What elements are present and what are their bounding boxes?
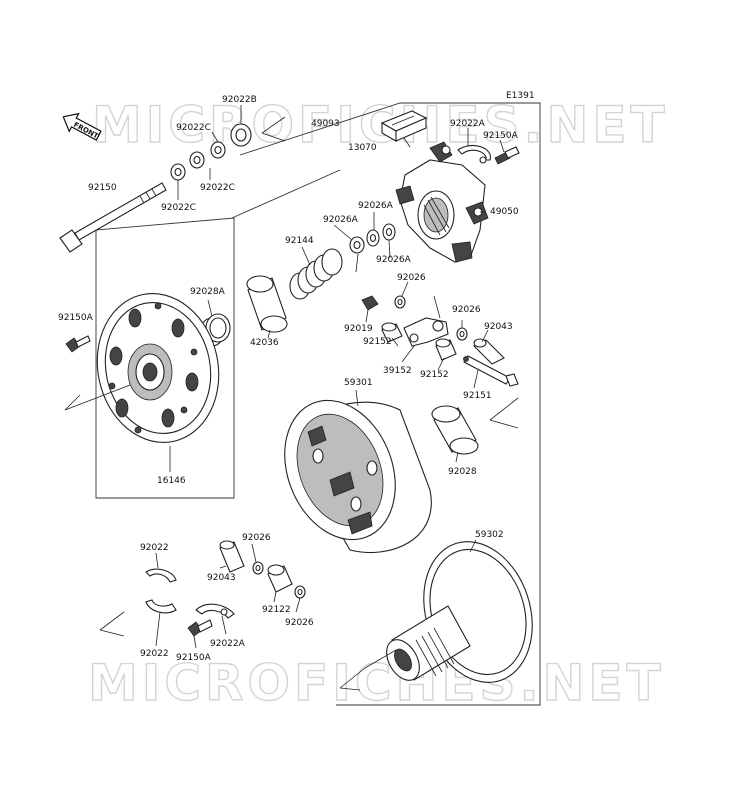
washer-92026-c	[252, 561, 264, 575]
label-92026A-c: 92026A	[376, 255, 412, 265]
label-92150A-left: 92150A	[58, 313, 94, 323]
sheave-59301	[284, 399, 432, 554]
label-49093: 49093	[311, 119, 340, 129]
label-49050: 49050	[490, 207, 519, 217]
label-92022-a: 92022	[140, 543, 169, 553]
label-59301: 59301	[344, 378, 373, 388]
washer-92026-a	[456, 327, 468, 341]
watermark-bottom: MICROFICHES.NET	[88, 654, 665, 712]
bolt-92151	[463, 355, 519, 387]
clip-92022A-top	[457, 145, 491, 164]
washer-92022C-b	[189, 151, 205, 169]
label-42036: 42036	[250, 338, 279, 348]
label-92019: 92019	[344, 324, 373, 334]
label-92022C-a: 92022C	[176, 123, 211, 133]
label-59302: 59302	[475, 530, 504, 540]
sleeve-42036	[246, 275, 288, 333]
label-92026-a: 92026	[397, 273, 426, 283]
washer-92026A-b	[366, 229, 380, 247]
part-labels: 92022B 49093 92022A 92150A 92022C 92022C…	[58, 95, 519, 663]
label-92026-d: 92026	[285, 618, 314, 628]
washer-92022B	[230, 123, 252, 147]
nut-92019	[361, 295, 379, 311]
label-92150A-top: 92150A	[483, 131, 519, 141]
washer-92026-b	[394, 295, 406, 309]
label-92022A-bottom: 92022A	[210, 639, 246, 649]
roller-92122	[267, 564, 293, 593]
arm-39152	[403, 317, 449, 347]
label-92026-b: 92026	[452, 305, 481, 315]
bolt-92150	[59, 182, 167, 253]
washer-92022C-a	[210, 141, 226, 159]
label-13070: 13070	[348, 143, 377, 153]
label-92122: 92122	[262, 605, 291, 615]
label-92150: 92150	[88, 183, 117, 193]
sheave-59302	[386, 541, 533, 683]
label-16146: 16146	[157, 476, 186, 486]
cover-16146	[96, 293, 220, 443]
washer-92022C-c	[170, 163, 186, 181]
label-92026-c: 92026	[242, 533, 271, 543]
circlip-92022-a	[145, 568, 177, 583]
bolt-92150A-bottom	[187, 619, 213, 637]
label-92043-a: 92043	[484, 322, 513, 332]
label-92028: 92028	[448, 467, 477, 477]
watermark-top: MICROFICHES.NET	[92, 96, 669, 154]
label-92022C-b: 92022C	[200, 183, 235, 193]
label-92152-b: 92152	[420, 370, 449, 380]
pin-92043-a	[473, 338, 505, 365]
label-92151: 92151	[463, 391, 492, 401]
assembly-frame	[95, 102, 541, 706]
label-92026A-a: 92026A	[358, 201, 394, 211]
label-92150A-bottom: 92150A	[176, 653, 212, 663]
label-92026A-b: 92026A	[323, 215, 359, 225]
washer-92026A-c	[382, 223, 396, 241]
spring-92144	[289, 248, 343, 300]
diagram-code: E1391	[506, 91, 535, 101]
label-92152-a: 92152	[363, 337, 392, 347]
label-92022-b: 92022	[140, 649, 169, 659]
label-92022C-c: 92022C	[161, 203, 196, 213]
label-92022A-top: 92022A	[450, 119, 486, 129]
label-39152: 39152	[383, 366, 412, 376]
leader-lines	[155, 105, 505, 649]
label-92043-b: 92043	[207, 573, 236, 583]
label-92028A: 92028A	[190, 287, 226, 297]
roller-92152-b	[435, 338, 457, 361]
pin-92043-b	[219, 540, 245, 573]
washer-92026A-a	[349, 236, 365, 254]
label-92022B: 92022B	[222, 95, 257, 105]
bushing-92028	[431, 405, 479, 455]
washer-92026-d	[294, 585, 306, 599]
roller-92152-a	[381, 322, 403, 343]
label-92144: 92144	[285, 236, 314, 246]
clip-92022A-bottom	[195, 603, 235, 619]
guide-13070	[380, 110, 428, 142]
circlip-92022-b	[145, 599, 177, 614]
bolt-92150A-left	[65, 335, 91, 353]
spider-49050	[395, 141, 489, 263]
bolt-92150A-top	[494, 146, 520, 165]
